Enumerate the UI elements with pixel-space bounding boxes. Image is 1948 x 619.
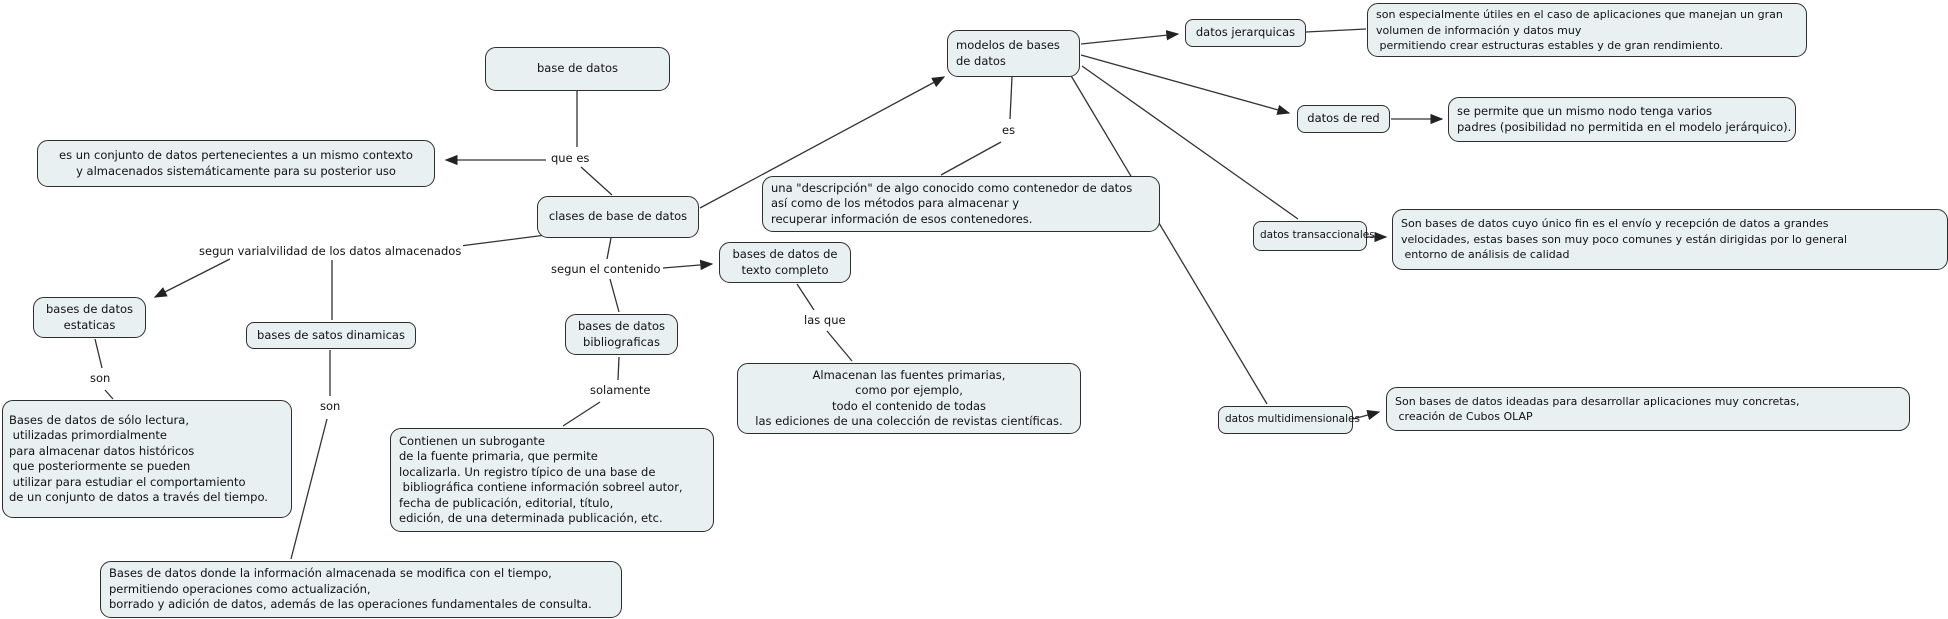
edge-multidimensionales-to-desc [1352, 410, 1381, 421]
edge-segun-var-to-estaticas [153, 258, 231, 298]
edge-clases-to-modelos [699, 76, 946, 209]
edge-las-que-to-almacenan [826, 330, 853, 362]
node-datos-multidimensionales[interactable]: datos multidimensionales [1218, 406, 1360, 434]
edge-modelos-to-es [1009, 76, 1013, 120]
edge-bibliograficas-to-solamente [617, 356, 620, 381]
link-label-son-dinamicas[interactable]: son [318, 399, 343, 413]
node-descripcion-modelos[interactable]: una "descripción" de algo conocido como … [762, 176, 1160, 232]
edge-modelos-to-jerarquicas [1080, 30, 1180, 45]
edge-modelos-to-red [1080, 54, 1291, 115]
edge-son-to-dinamicas-desc [290, 418, 328, 560]
edge-clases-to-segun-contenido [606, 237, 612, 260]
node-clases-de-base-de-datos[interactable]: clases de base de datos [537, 196, 699, 238]
edge-texto-completo-to-las-que [796, 283, 815, 311]
link-label-que-es[interactable]: que es [549, 151, 592, 165]
link-label-es[interactable]: es [1000, 123, 1018, 137]
node-bases-dinamicas-desc[interactable]: Bases de datos donde la información alma… [100, 561, 622, 618]
node-bases-dinamicas[interactable]: bases de satos dinamicas [246, 322, 416, 349]
edge-modelos-to-transaccionales [1081, 65, 1299, 220]
node-base-de-datos[interactable]: base de datos [485, 47, 670, 91]
node-modelos-de-bases-de-datos[interactable]: modelos de bases de datos [947, 30, 1080, 77]
link-label-segun-contenido[interactable]: segun el contenido [549, 262, 663, 276]
edge-jerarquicas-to-desc [1305, 28, 1367, 33]
node-datos-jerarquicas-desc[interactable]: son especialmente útiles en el caso de a… [1367, 3, 1807, 57]
node-datos-de-red[interactable]: datos de red [1297, 105, 1390, 133]
node-datos-de-red-desc[interactable]: se permite que un mismo nodo tenga vario… [1448, 97, 1796, 142]
edge-son-to-estaticas-desc [104, 389, 114, 400]
link-label-las-que[interactable]: las que [802, 313, 848, 327]
link-label-solamente[interactable]: solamente [588, 383, 653, 397]
node-bases-bibliograficas-desc[interactable]: Contienen un subrogante de la fuente pri… [390, 428, 714, 532]
edge-solamente-to-contienen [562, 401, 601, 427]
link-label-segun-variabilidad[interactable]: segun varialvilidad de los datos almacen… [197, 244, 464, 258]
edge-segun-contenido-to-bibliograficas [609, 278, 620, 313]
node-bases-estaticas-desc[interactable]: Bases de datos de sólo lectura, utilizad… [2, 400, 292, 518]
node-datos-jerarquicas[interactable]: datos jerarquicas [1185, 19, 1306, 47]
node-datos-transaccionales[interactable]: datos transaccionales [1253, 221, 1375, 251]
link-label-son-estaticas[interactable]: son [88, 371, 113, 385]
edge-es-to-descripcion [940, 141, 1002, 176]
node-bases-bibliograficas[interactable]: bases de datos bibliograficas [565, 314, 678, 355]
node-datos-multidimensionales-desc[interactable]: Son bases de datos ideadas para desarrol… [1386, 387, 1910, 431]
node-bases-texto-completo[interactable]: bases de datos de texto completo [719, 242, 851, 283]
edge-estaticas-to-son [94, 338, 103, 369]
edge-segun-contenido-to-texto-completo [662, 259, 714, 271]
node-definicion[interactable]: es un conjunto de datos pertenecientes a… [37, 140, 435, 187]
node-bases-texto-completo-desc[interactable]: Almacenan las fuentes primarias, como po… [737, 363, 1081, 434]
edge-modelos-to-multidimensionales [1069, 73, 1268, 405]
node-datos-transaccionales-desc[interactable]: Son bases de datos cuyo único fin es el … [1392, 209, 1948, 270]
node-bases-estaticas[interactable]: bases de datos estaticas [33, 297, 146, 338]
edge-que-es-to-clases [580, 166, 613, 196]
edge-clases-to-segun-var [459, 234, 547, 247]
